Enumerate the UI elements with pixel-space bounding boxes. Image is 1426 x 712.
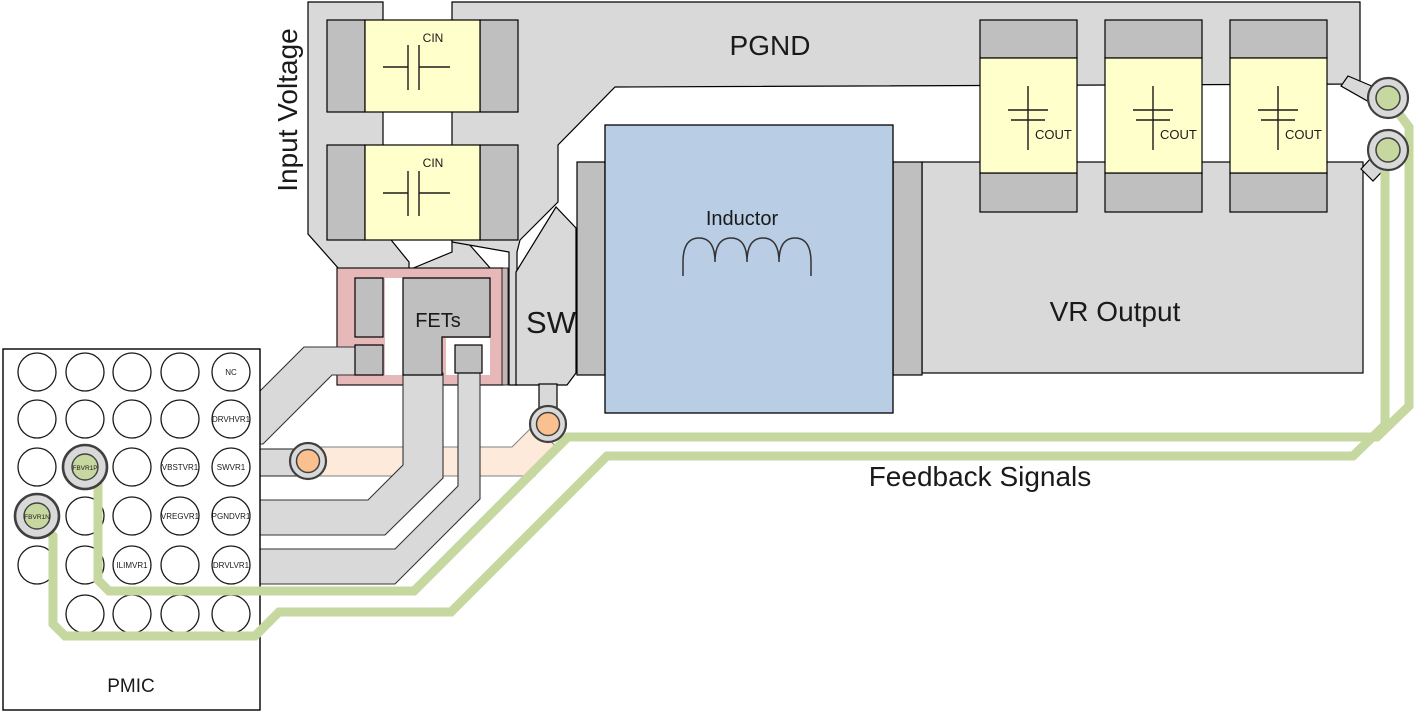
fbvr1p-ball [61, 443, 109, 491]
inductor-pad-right [892, 161, 923, 376]
sw-plane [515, 206, 577, 409]
feedback-signals-label: Feedback Signals [869, 461, 1092, 492]
fet-strip-mauve [501, 267, 509, 386]
feedback-via-bottom [1366, 128, 1410, 172]
vr-output-label: VR Output [1050, 296, 1181, 327]
fbvr1p-trace [81, 96, 1414, 596]
cout1-pad-top [979, 19, 1078, 59]
cin1-body [364, 19, 481, 113]
pin-swvr1-label: SWVR1 [217, 463, 246, 472]
cout2-pad-bottom [1104, 172, 1203, 213]
cout2-pad-top [1104, 19, 1203, 59]
cout-capacitor-2 [1104, 19, 1203, 213]
inductor-label: Inductor [706, 208, 779, 230]
cin-capacitor-2 [326, 144, 519, 241]
feedback-traces [33, 96, 1414, 641]
pin-fbvr1n-label: FBVR1N [24, 514, 50, 521]
pmic-label: PMIC [107, 676, 155, 697]
cout1-pad-bottom [979, 172, 1078, 213]
inductor-coil-symbol [682, 237, 812, 276]
cout1-label: COUT [1035, 127, 1072, 142]
fet-body [402, 277, 491, 376]
capacitor-symbol [383, 171, 450, 216]
cin2-pad-right [479, 144, 519, 241]
pin-vbstvr1-label: VBSTVR1 [162, 463, 199, 472]
pin-nc-label: NC [225, 368, 237, 377]
inductor-pad-left [576, 161, 606, 376]
via-green-center [1375, 85, 1401, 111]
pgndvr1-trace [229, 372, 444, 536]
cin1-label: CIN [423, 31, 444, 45]
cin1-pad-left [326, 19, 366, 113]
fet-blocks [354, 277, 491, 376]
cin-capacitor-1 [326, 19, 519, 113]
pin-vregvr1-label: VREGVR1 [161, 512, 200, 521]
pgnd-label: PGND [730, 30, 811, 61]
fet-gate-square [454, 344, 483, 374]
cout2-label: COUT [1160, 127, 1197, 142]
cout3-pad-top [1229, 19, 1328, 59]
pin-fbvr1p-label: FBVR1P [72, 465, 97, 472]
fbvr1n-ball [13, 492, 61, 540]
capacitor-symbol [383, 45, 450, 90]
sw-via-left [288, 441, 328, 481]
cin2-pad-left [326, 144, 366, 241]
cout3-label: COUT [1285, 127, 1322, 142]
fet-gate-pad-upper [354, 277, 384, 338]
input-voltage-label: Input Voltage [272, 28, 303, 191]
sw-via-stub [538, 383, 558, 409]
cout-capacitor-3 [1229, 19, 1328, 213]
via-green-center [1375, 137, 1401, 163]
pin-pgndvr1-label: PGNDVR1 [212, 512, 251, 521]
pin-drvlvr1-label: DRVLVR1 [213, 561, 250, 570]
inductor [604, 124, 894, 414]
via-orange-center [295, 448, 321, 474]
fet-gate-pad-lower [354, 344, 384, 376]
pin-ilimvr1-label: ILIMVR1 [116, 561, 148, 570]
sw-via-right [528, 404, 568, 444]
capacitor-symbol [1133, 86, 1173, 150]
cout-capacitor-1 [979, 19, 1078, 213]
fets-label: FETs [415, 310, 461, 332]
inductor-body [604, 124, 894, 414]
feedback-via-top [1366, 76, 1410, 120]
cin2-label: CIN [423, 156, 444, 170]
sw-label: SW [526, 305, 577, 340]
fbvr1n-trace [33, 153, 1390, 641]
capacitor-symbol [1008, 86, 1048, 150]
pin-drvhvr1-label: DRVHVR1 [212, 415, 251, 424]
via-orange-center [535, 411, 561, 437]
cout3-pad-bottom [1229, 172, 1328, 213]
cin1-pad-right [479, 19, 519, 113]
capacitor-symbol [1258, 86, 1298, 150]
